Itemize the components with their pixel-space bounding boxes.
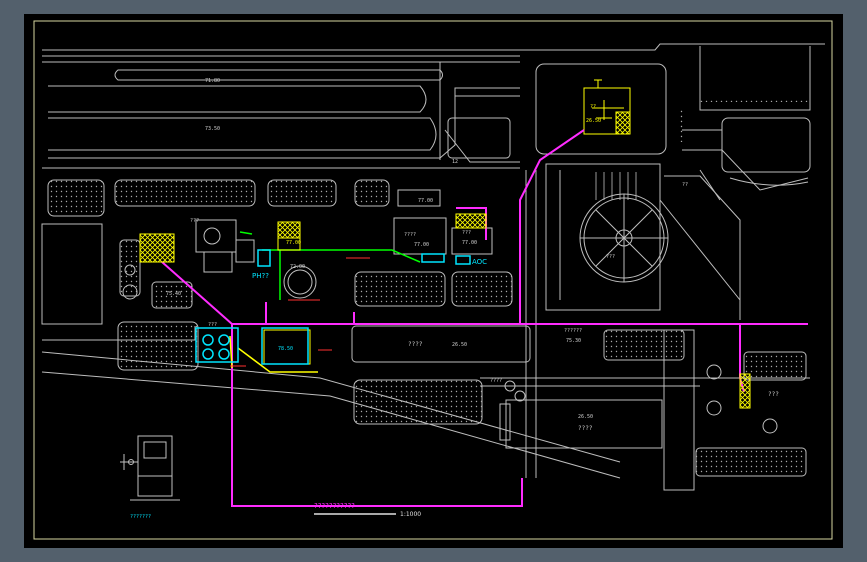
label-unk-4: ??? bbox=[462, 230, 471, 236]
circular-clarifier bbox=[545, 163, 741, 320]
label-unk-6: ???? bbox=[408, 341, 423, 348]
label-elev-g: 26.50 bbox=[452, 342, 467, 348]
label-unk-10: ?? bbox=[682, 182, 688, 188]
clarifier-grating bbox=[595, 172, 637, 200]
label-elev-a: 77.00 bbox=[418, 198, 433, 204]
label-elev-j: 26.50 bbox=[578, 414, 593, 420]
label-ph: PH?? bbox=[252, 272, 269, 280]
label-aoc: AOC bbox=[472, 258, 487, 266]
label-elev-i: 75.30 bbox=[566, 338, 581, 344]
dotted-boundary-right bbox=[680, 100, 810, 142]
label-unk-7: ???? bbox=[578, 425, 593, 432]
inner-frame bbox=[33, 20, 833, 540]
planting-blocks-middle bbox=[47, 179, 807, 477]
legend-title: ??????????? bbox=[314, 502, 355, 510]
yellow-hatched-units bbox=[139, 213, 751, 409]
site-boundary bbox=[42, 43, 825, 169]
label-elev-b: 77.00 bbox=[414, 242, 429, 248]
process-area-outlines bbox=[41, 170, 810, 491]
label-unk-5: ?????? bbox=[564, 328, 582, 334]
elev-label-mid-road: 73.50 bbox=[205, 126, 220, 132]
main-pipeline bbox=[161, 129, 808, 507]
elev-label-top-road: 71.80 bbox=[205, 78, 220, 84]
detail-elevation bbox=[120, 435, 180, 501]
label-unk-tank: ???? bbox=[404, 232, 416, 238]
label-elev-f: 75.40 bbox=[166, 291, 181, 297]
label-unk-1: ?? bbox=[590, 104, 596, 110]
elev-label-small: 12 bbox=[452, 159, 458, 165]
detail-caption: ??????? bbox=[130, 514, 151, 520]
label-unk-2: ??? bbox=[208, 322, 217, 328]
label-elev-h: 78.50 bbox=[278, 346, 293, 352]
label-unk-8: ??? bbox=[768, 391, 779, 398]
red-annotation-lines bbox=[230, 257, 370, 367]
label-elev-d: 77.00 bbox=[286, 240, 301, 246]
yellow-dosing-unit bbox=[583, 79, 631, 135]
label-unk-top-left: ??? bbox=[190, 218, 199, 224]
label-unk-12: ???? bbox=[490, 378, 502, 384]
label-elev-k: 72.00 bbox=[290, 264, 305, 270]
label-elev-c: 77.00 bbox=[462, 240, 477, 246]
scale-label: 1:1000 bbox=[400, 511, 421, 518]
upper-road-ovals bbox=[48, 62, 520, 163]
cyan-equipment bbox=[195, 249, 471, 365]
label-elev-e: 26.50 bbox=[586, 118, 601, 124]
label-unk-11: ??? bbox=[606, 254, 615, 260]
